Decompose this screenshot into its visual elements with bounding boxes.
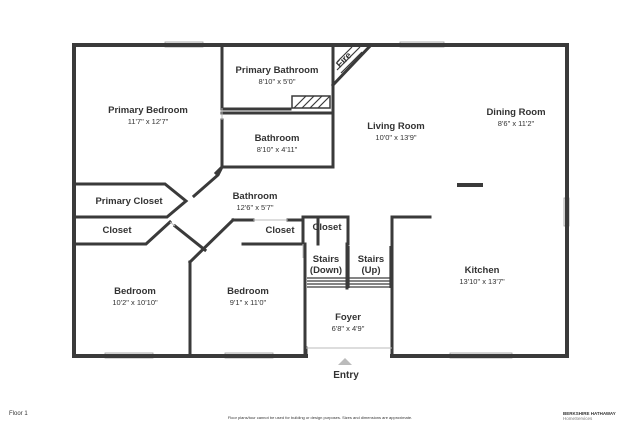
room-dim-dining-room: 8'6" x 11'2" [498,119,535,128]
room-name-kitchen: Kitchen [465,265,500,276]
room-dim-living-room: 10'0" x 13'9" [375,133,416,142]
room-name-primary-bedroom: Primary Bedroom [108,105,188,116]
room-name-foyer: Foyer [335,312,361,323]
room-name-bedroom-left: Bedroom [114,286,156,297]
room-name-bathroom-small: Bathroom [255,133,300,144]
brand-name: BERKSHIRE HATHAWAY [563,411,616,416]
disclaimer-text: Floor plans/tour cannot be used for buil… [227,415,413,420]
brand-logo: BERKSHIRE HATHAWAY HomeServices [563,411,616,421]
entry-arrow-icon [338,358,352,365]
windows [104,41,570,359]
room-name-dining-room: Dining Room [486,107,545,118]
room-name-closet-middle: Closet [265,225,295,236]
room-dim-kitchen: 13'10" x 13'7" [459,277,505,286]
room-dim-bedroom-middle: 9'1" x 11'0" [230,298,267,307]
room-dim-bathroom-small: 8'10" x 4'11" [257,145,298,154]
room-dim-foyer: 6'8" x 4'9" [332,324,365,333]
room-name-bedroom-middle: Bedroom [227,286,269,297]
entry-label: Entry [333,370,359,381]
room-name-stairs-down: Stairs [313,254,339,265]
exterior-wall [72,43,569,358]
room-name-primary-bathroom: Primary Bathroom [236,65,319,76]
room-labels: Primary Bedroom 11'7" x 12'7" Primary Ba… [95,50,545,333]
door-swings [169,108,392,349]
room-name-closet-stairs: Closet [312,222,342,233]
room-sub-stairs-down: (Down) [310,265,342,276]
room-name-living-room: Living Room [367,121,425,132]
room-name-primary-closet: Primary Closet [95,196,163,207]
kitchen-counter [457,183,483,187]
room-name-bathroom-hall: Bathroom [233,191,278,202]
room-name-stairs-up: Stairs [358,254,384,265]
room-dim-bedroom-left: 10'2" x 10'10" [112,298,158,307]
fireplace-hatch [291,46,363,109]
room-name-closet-left: Closet [102,225,132,236]
floor-label: Floor 1 [9,411,28,417]
brand-sub: HomeServices [563,416,593,421]
stair-treads [307,246,391,288]
room-dim-primary-bedroom: 11'7" x 12'7" [128,117,169,126]
room-sub-stairs-up: (Up) [362,265,381,276]
room-dim-primary-bathroom: 8'10" x 5'0" [259,77,296,86]
room-dim-bathroom-hall: 12'6" x 5'7" [237,203,274,212]
